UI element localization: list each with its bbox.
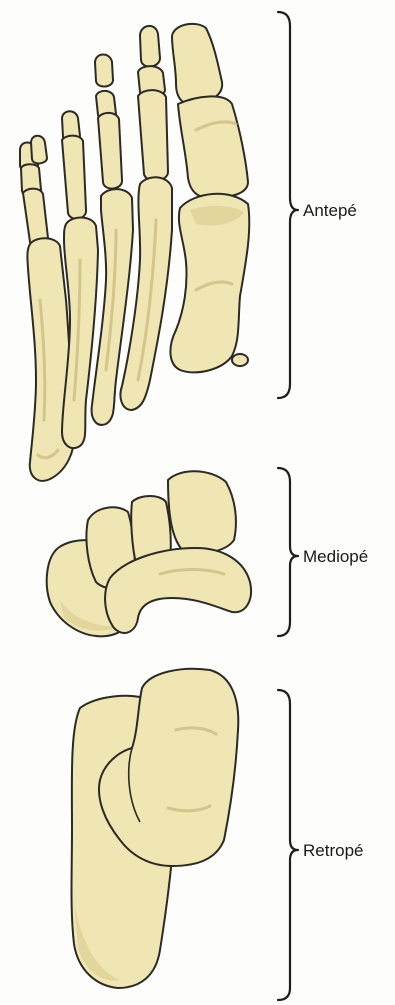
hindfoot-bracket	[278, 690, 298, 1000]
great-toe	[170, 24, 249, 372]
fourth-distal-phalanx	[31, 136, 47, 164]
medial-cuneiform	[168, 471, 236, 553]
fourth-proximal-phalanx	[62, 136, 86, 219]
sesamoid-bone	[232, 354, 248, 366]
second-proximal-phalanx	[138, 90, 168, 180]
midfoot-label: Mediopé	[303, 548, 368, 565]
midfoot-bracket	[278, 468, 298, 636]
forefoot-bones	[20, 24, 249, 481]
midfoot-bones	[47, 471, 251, 636]
hallux-proximal-phalanx	[178, 96, 248, 198]
second-distal-phalanx	[140, 26, 160, 67]
third-proximal-phalanx	[98, 113, 122, 189]
forefoot-label: Antepé	[303, 202, 357, 219]
hindfoot-bones	[72, 669, 239, 988]
hallux-distal-phalanx	[172, 24, 222, 104]
hindfoot-label: Retropé	[303, 842, 363, 859]
third-distal-phalanx	[95, 55, 113, 87]
forefoot-bracket	[278, 12, 298, 398]
